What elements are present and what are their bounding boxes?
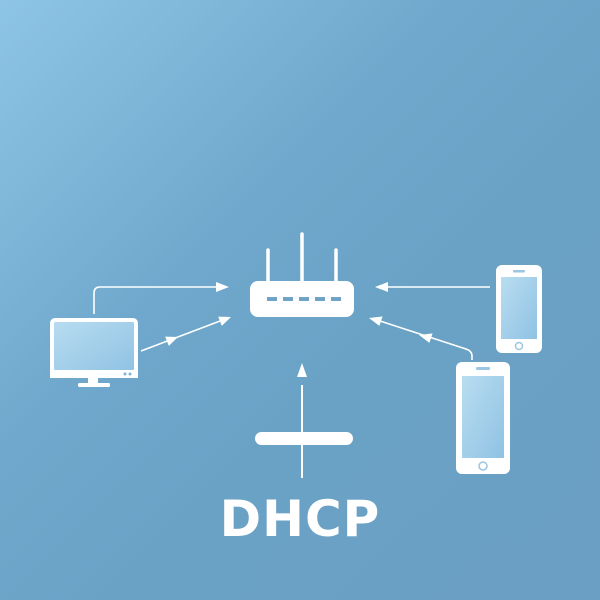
smartphone-icon <box>456 362 510 474</box>
connection-arrow <box>140 316 231 352</box>
connection-arrow <box>375 282 490 292</box>
connection-arrow <box>369 316 473 360</box>
dhcp-server-bar-icon <box>255 385 353 478</box>
diagram-caption: DHCP <box>219 490 381 548</box>
connection-arrow <box>93 282 229 314</box>
connection-arrow <box>297 363 307 377</box>
smartphone-icon <box>496 265 542 353</box>
router-icon <box>250 232 354 317</box>
monitor-icon <box>50 318 138 387</box>
